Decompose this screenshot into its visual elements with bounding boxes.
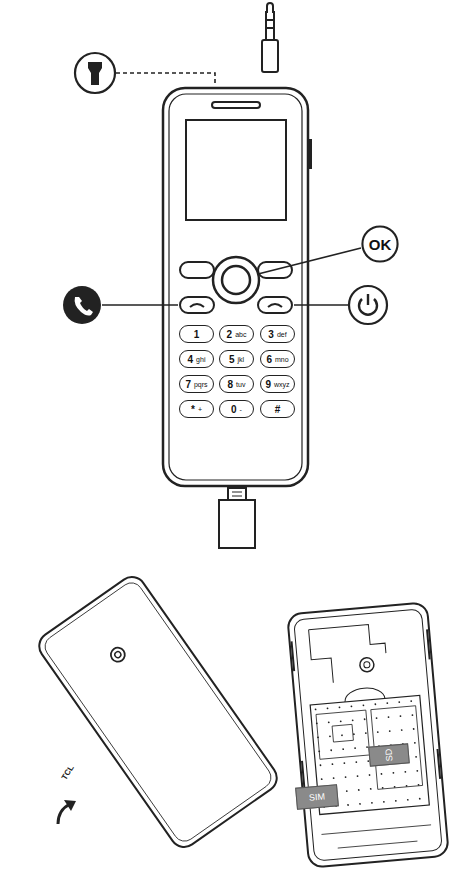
key-digit: 9 (265, 379, 271, 390)
leader-line (258, 248, 361, 274)
key-letters: pqrs (194, 381, 208, 388)
key-digit: * (191, 404, 195, 415)
earpiece (212, 102, 260, 108)
phone-body (163, 88, 308, 486)
slot-label: SD (383, 748, 394, 761)
open-arrow (58, 804, 70, 824)
key-digit: # (275, 404, 281, 415)
keypad-key: 7pqrs (179, 375, 214, 393)
flashlight-callout (75, 53, 115, 93)
screen (186, 120, 286, 220)
callout-text: OK (369, 236, 392, 253)
slot-label: SIM (309, 791, 326, 802)
key-letters: tuv (236, 381, 245, 388)
call-callout (63, 286, 101, 324)
keypad-key: *+ (179, 400, 214, 418)
key-letters: wxyz (274, 381, 290, 388)
headphone-plug (262, 3, 278, 72)
nav-key (213, 257, 259, 303)
keypad-key: 1 (179, 325, 214, 343)
soft-key (180, 262, 214, 278)
key-letters: - (240, 406, 242, 413)
keypad-key: 5jkl (219, 350, 254, 368)
brand-logo: TCL (60, 764, 76, 782)
keypad-key: 9wxyz (260, 375, 295, 393)
back-cover (34, 572, 282, 853)
sim-card-slot: SIM (295, 784, 339, 810)
key-letters: def (277, 331, 287, 338)
leader-line (102, 304, 178, 306)
key-digit: 5 (229, 354, 235, 365)
phone-inside (287, 602, 449, 867)
ok-callout: OK (361, 225, 399, 263)
key-letters: + (198, 406, 202, 413)
keypad-key: 3def (260, 325, 295, 343)
end-key (258, 297, 292, 313)
keypad-key: # (260, 400, 295, 418)
key-digit: 2 (227, 329, 233, 340)
keypad-key: 4ghi (179, 350, 214, 368)
keypad-key: 8tuv (219, 375, 254, 393)
key-digit: 3 (268, 329, 274, 340)
sd-card-slot: SD (368, 743, 410, 766)
leader-line (116, 73, 215, 86)
call-key (180, 297, 214, 313)
key-digit: 0 (231, 404, 237, 415)
key-letters: abc (235, 331, 246, 338)
key-digit: 8 (228, 379, 234, 390)
key-digit: 1 (194, 329, 200, 340)
leader-line (294, 304, 349, 306)
key-digit: 7 (185, 379, 191, 390)
keypad-key: 6mno (260, 350, 295, 368)
key-digit: 4 (188, 354, 194, 365)
keypad-key: 2abc (219, 325, 254, 343)
usb-plug (219, 488, 255, 548)
key-letters: ghi (196, 356, 205, 363)
key-letters: mno (275, 356, 289, 363)
power-callout (349, 286, 387, 324)
key-letters: jkl (237, 356, 244, 363)
keypad-key: 0- (219, 400, 254, 418)
key-digit: 6 (266, 354, 272, 365)
